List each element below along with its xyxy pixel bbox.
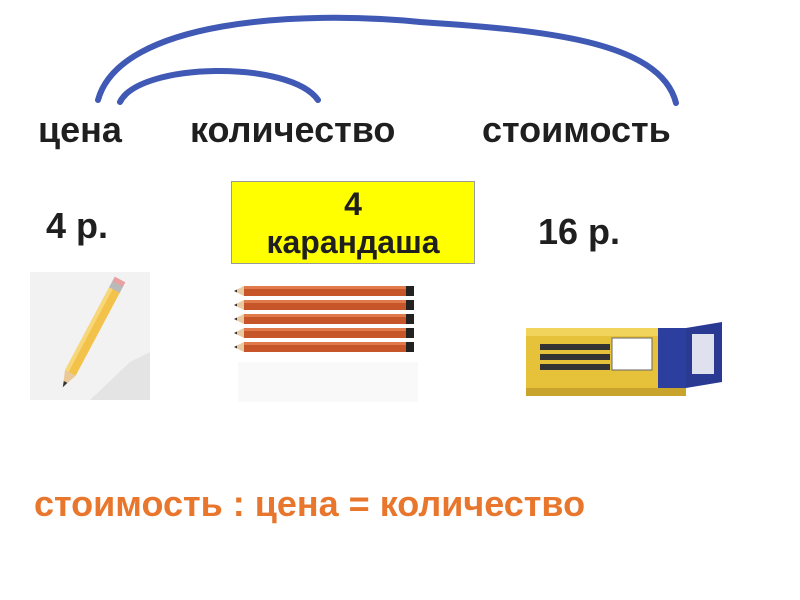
quantity-unit: карандаша: [266, 224, 440, 260]
single-pencil-image: [30, 272, 150, 400]
formula-text: стоимость : цена = количество: [34, 483, 586, 524]
quantity-box: 4 карандаша: [231, 181, 475, 264]
value-price: 4 р.: [46, 205, 109, 246]
quantity-number: 4: [344, 186, 362, 222]
label-cost: стоимость: [482, 109, 671, 150]
label-price: цена: [38, 109, 122, 150]
arc-price-quantity: [117, 68, 321, 105]
relation-arcs: [95, 14, 679, 106]
label-quantity: количество: [190, 109, 396, 150]
pencil-set-image: [234, 286, 418, 402]
value-cost: 16 р.: [538, 211, 621, 252]
pencil-box-image: [526, 322, 722, 396]
arc-price-cost: [95, 14, 679, 106]
